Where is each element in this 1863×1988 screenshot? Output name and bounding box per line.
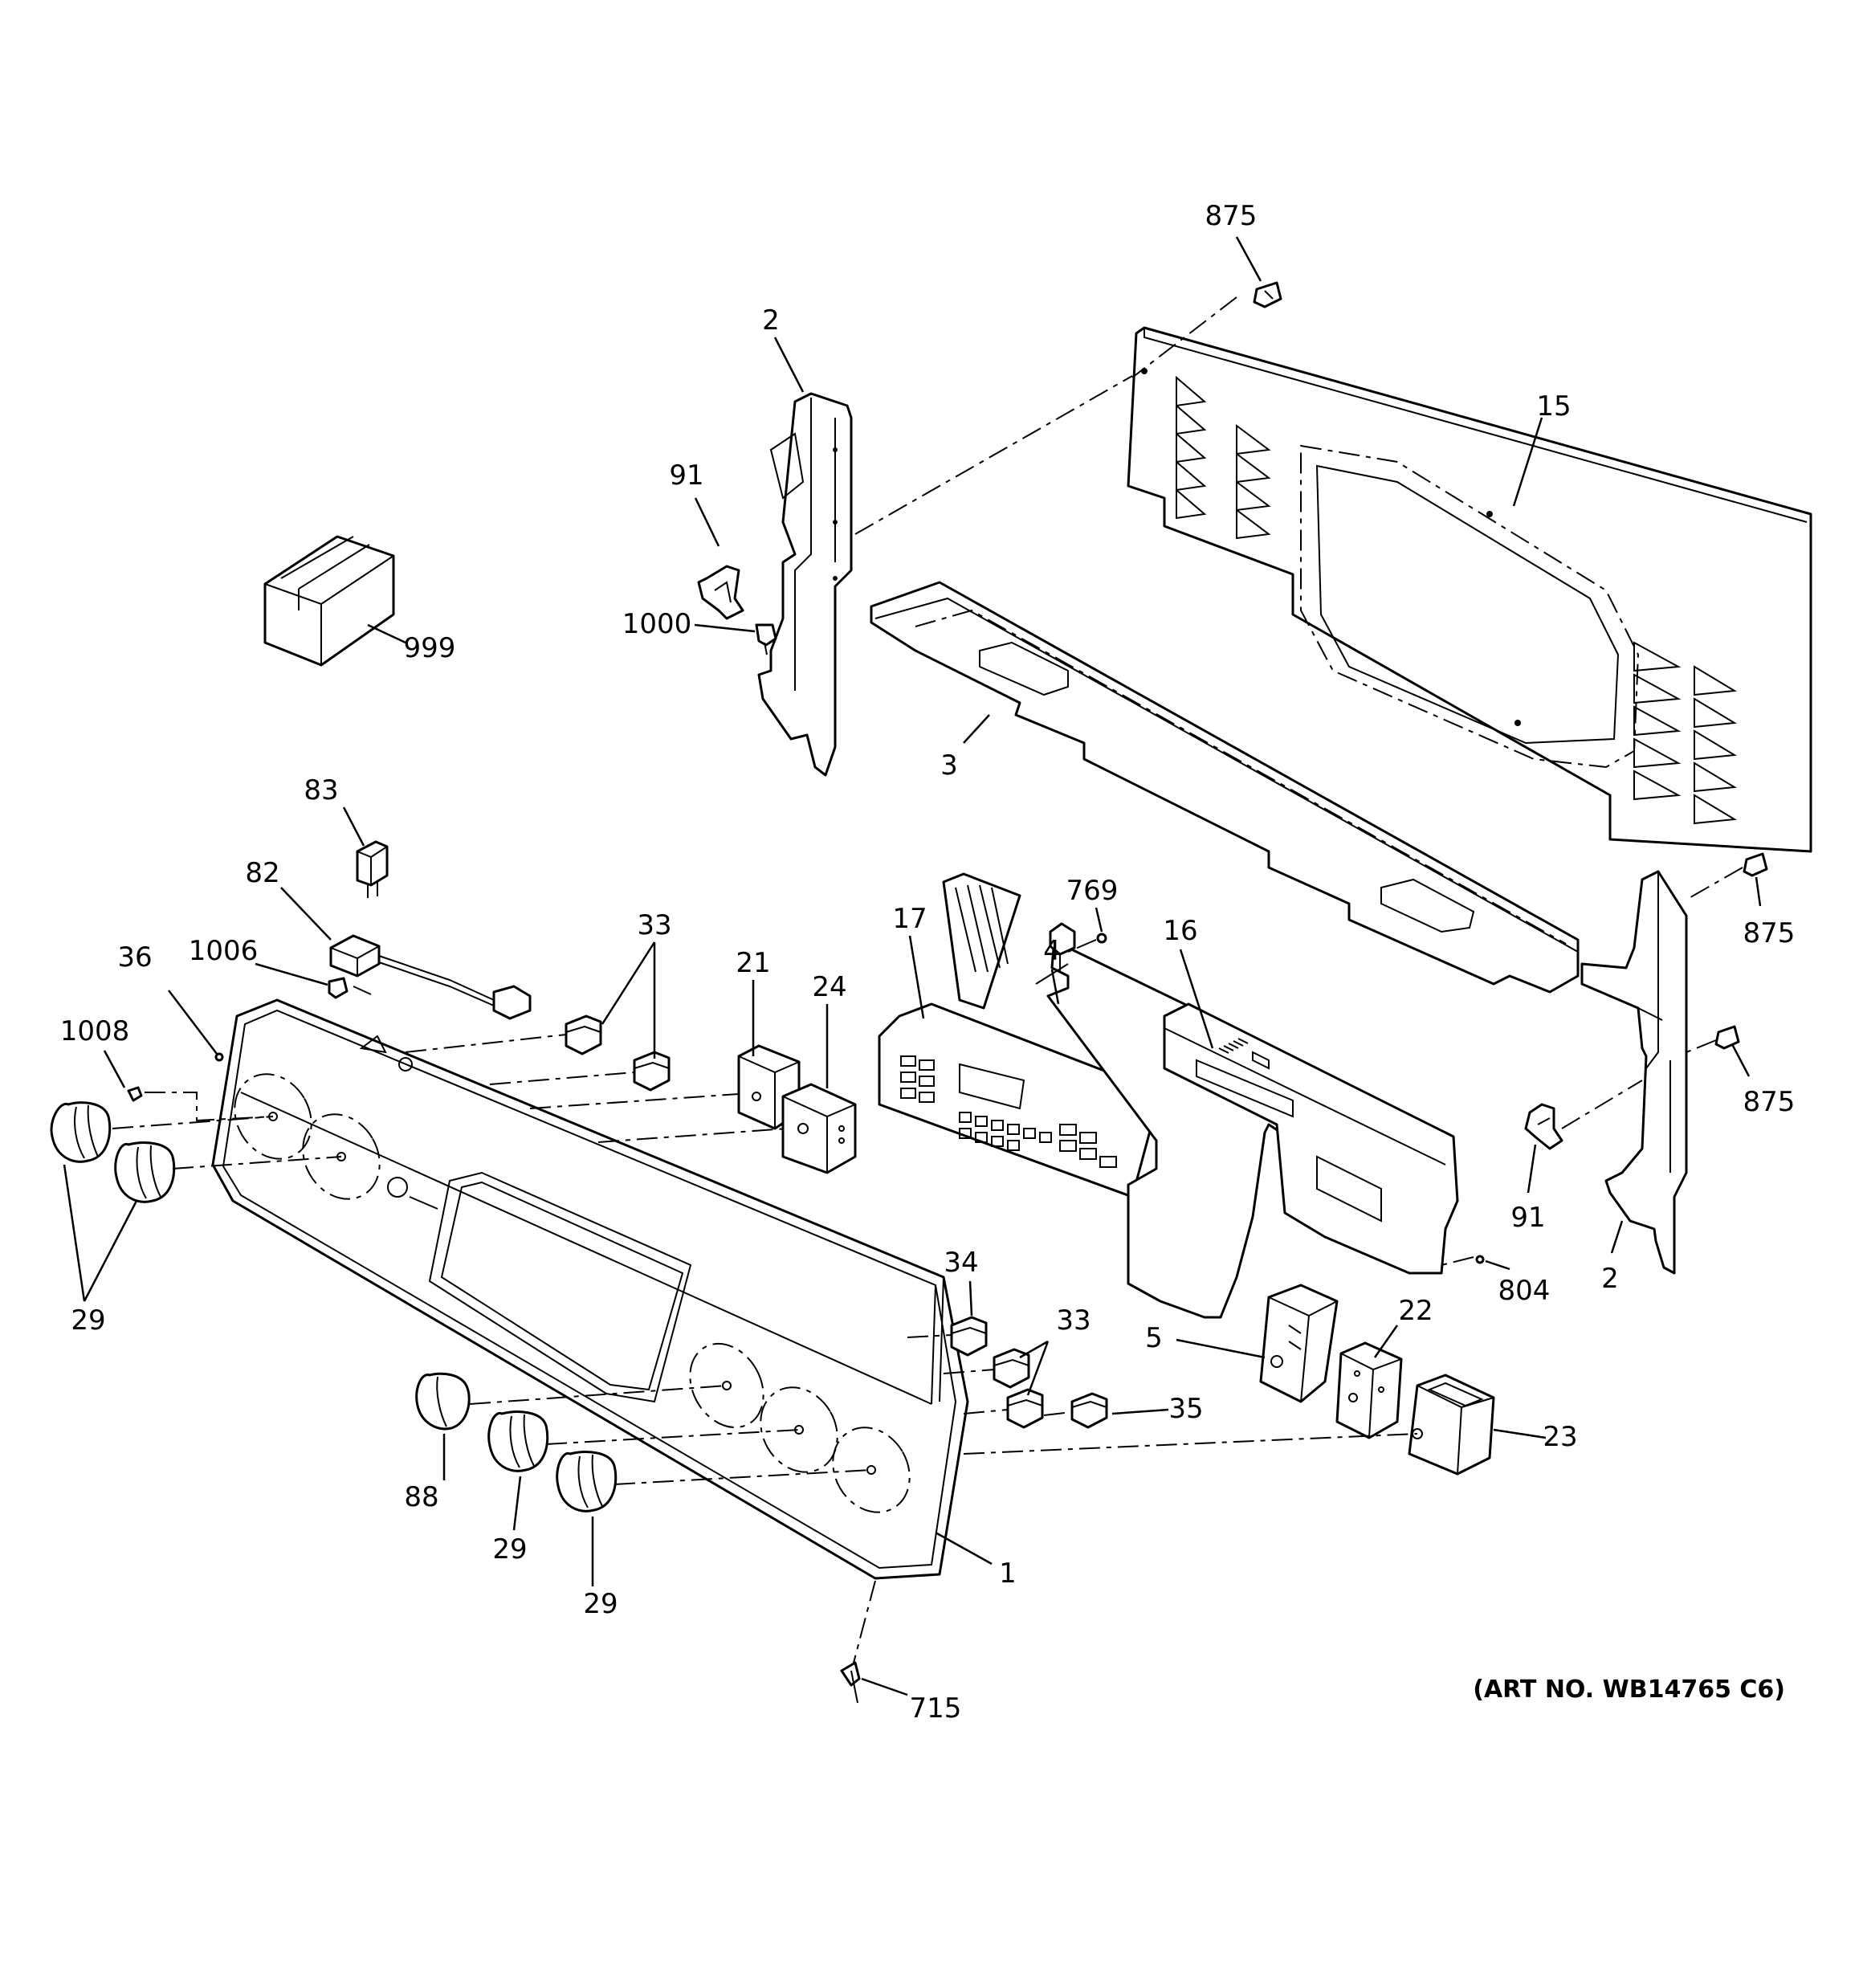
callout-21: 21 — [736, 947, 770, 979]
part-1006-screw — [328, 977, 349, 999]
callout-1000: 1000 — [622, 608, 692, 640]
callout-91-right: 91 — [1510, 1202, 1545, 1234]
callout-3: 3 — [940, 749, 958, 782]
part-769-screw — [1096, 933, 1107, 944]
callout-35: 35 — [1168, 1393, 1203, 1425]
part-34-switch — [950, 1316, 988, 1357]
part-91-right-clip — [1524, 1103, 1563, 1150]
callout-4: 4 — [1043, 935, 1061, 967]
callout-804: 804 — [1498, 1275, 1551, 1307]
callout-33-lower: 33 — [1056, 1304, 1090, 1337]
callout-23: 23 — [1543, 1421, 1577, 1453]
part-875-screw-top — [1253, 281, 1282, 308]
callout-715: 715 — [910, 1692, 962, 1725]
knob-29-c — [487, 1410, 549, 1472]
part-16-control-board — [1163, 1002, 1459, 1275]
callout-17: 17 — [892, 903, 927, 935]
callout-29-left: 29 — [71, 1304, 105, 1337]
callout-769: 769 — [1066, 875, 1119, 907]
callout-16: 16 — [1163, 915, 1197, 947]
callout-1008: 1008 — [60, 1015, 130, 1047]
callout-999: 999 — [404, 632, 456, 664]
callout-2-right: 2 — [1601, 1263, 1619, 1295]
part-804-screw — [1475, 1255, 1485, 1264]
callout-91-left: 91 — [669, 459, 703, 492]
callout-24: 24 — [812, 971, 846, 1003]
part-1-control-panel — [211, 998, 969, 1580]
callout-22: 22 — [1398, 1295, 1433, 1327]
callout-88: 88 — [404, 1481, 438, 1513]
part-82-harness — [329, 934, 532, 1020]
callout-1006: 1006 — [189, 935, 259, 967]
callout-29-mid: 29 — [492, 1533, 527, 1565]
knob-29-a — [50, 1101, 112, 1163]
part-24-switch — [781, 1083, 857, 1174]
callout-29-right: 29 — [583, 1588, 618, 1620]
callout-34: 34 — [944, 1247, 978, 1279]
callout-875-top: 875 — [1205, 200, 1258, 232]
knob-29-d — [556, 1451, 618, 1512]
part-1008-screw — [127, 1086, 143, 1102]
callout-5: 5 — [1145, 1322, 1163, 1354]
callout-875-low: 875 — [1743, 1086, 1796, 1118]
assembly-lines — [112, 296, 1743, 1663]
part-22-switch — [1335, 1341, 1403, 1439]
part-3-trim — [870, 581, 1580, 994]
callout-33-upper: 33 — [637, 909, 671, 941]
knob-29-b — [114, 1141, 176, 1203]
part-15-rear-panel — [1127, 326, 1812, 853]
part-2-right-bracket — [1580, 870, 1688, 1275]
callout-15: 15 — [1536, 390, 1571, 423]
callout-36: 36 — [117, 941, 152, 974]
part-83-switch — [356, 840, 389, 898]
part-715-screw — [840, 1661, 861, 1704]
part-36-screw — [214, 1052, 224, 1062]
part-999-box — [263, 535, 395, 667]
callout-82: 82 — [245, 857, 279, 889]
part-5-switch — [1259, 1284, 1339, 1403]
part-1000-screw — [755, 623, 777, 655]
callout-875-mid: 875 — [1743, 917, 1796, 949]
knob-88 — [415, 1372, 471, 1431]
part-91-left-clip — [697, 565, 744, 620]
part-33-upper-switches — [565, 1014, 671, 1092]
leader-lines — [63, 236, 1762, 1696]
callouts: 875 2 91 1000 999 15 3 83 82 1006 36 100… — [60, 200, 1796, 1725]
part-875-screw-low — [1714, 1025, 1740, 1050]
part-35-switch — [1070, 1392, 1108, 1429]
callout-83: 83 — [304, 774, 338, 806]
part-23-switch — [1408, 1374, 1495, 1476]
part-33-lower-switches — [993, 1348, 1044, 1429]
callout-2-left: 2 — [762, 304, 780, 337]
part-2-left-bracket — [757, 392, 853, 777]
part-875-screw-mid — [1743, 852, 1768, 877]
callout-1: 1 — [999, 1557, 1017, 1590]
art-number: (ART NO. WB14765 C6) — [1473, 1676, 1785, 1704]
